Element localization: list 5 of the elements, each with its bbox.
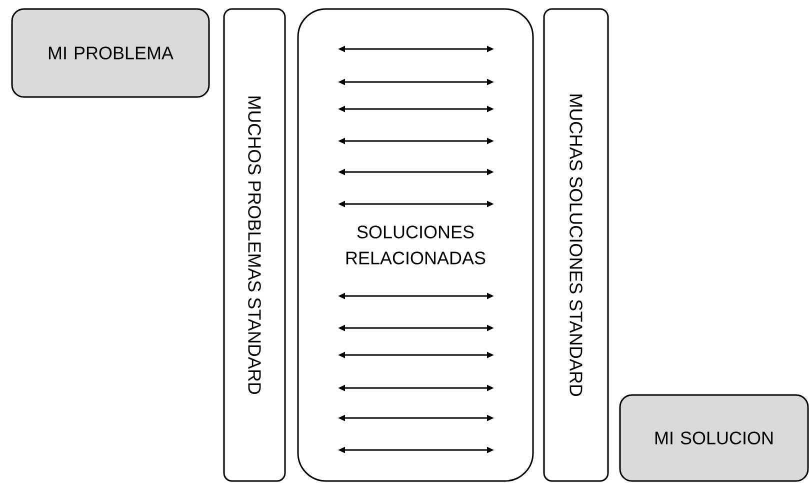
process-box: MI SOLUCION bbox=[619, 394, 809, 482]
vertical-band: MUCHAS SOLUCIONES STANDARD bbox=[543, 8, 609, 482]
vertical-band: MUCHOS PROBLEMAS STANDARD bbox=[223, 8, 286, 482]
process-box: MI PROBLEMA bbox=[11, 8, 210, 98]
rounded-panel: SOLUCIONES RELACIONADAS bbox=[297, 8, 534, 482]
